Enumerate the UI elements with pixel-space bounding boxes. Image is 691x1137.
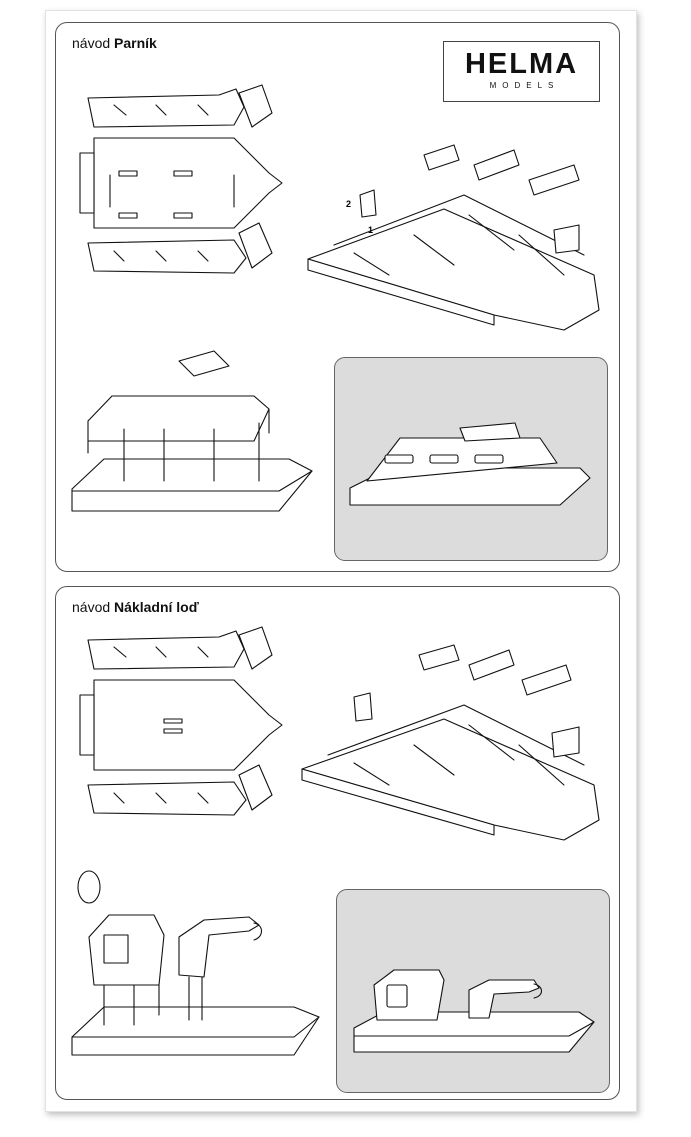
step-number-1: 1 xyxy=(368,225,373,235)
finished-preview-nakladni-lod xyxy=(336,889,610,1093)
panel-title: návod Nákladní loď xyxy=(72,599,199,615)
flat-cutout-parnik xyxy=(74,83,294,283)
logo-subtitle: MODELS xyxy=(489,81,560,90)
crane-assembly-nakladni-lod xyxy=(64,865,324,1075)
title-prefix: návod xyxy=(72,599,111,615)
helma-logo: HELMA MODELS xyxy=(443,41,600,102)
logo-brand: HELMA xyxy=(464,48,579,80)
instruction-panel-nakladni-lod: návod Nákladní loď xyxy=(55,586,620,1100)
finished-preview-parnik xyxy=(334,357,608,561)
title-model-name: Nákladní loď xyxy=(114,599,199,615)
title-model-name: Parník xyxy=(114,35,157,51)
title-prefix: návod xyxy=(72,35,111,51)
instruction-panel-parnik: návod Parník HELMA MODELS 2 1 xyxy=(55,22,620,572)
cabin-assembly-parnik xyxy=(64,341,324,521)
flat-cutout-nakladni-lod xyxy=(74,625,294,825)
hull-assembly-nakladni-lod xyxy=(294,635,614,845)
panel-title: návod Parník xyxy=(72,35,157,51)
hull-assembly-parnik: 2 1 xyxy=(294,125,614,335)
step-number-2: 2 xyxy=(346,199,351,209)
